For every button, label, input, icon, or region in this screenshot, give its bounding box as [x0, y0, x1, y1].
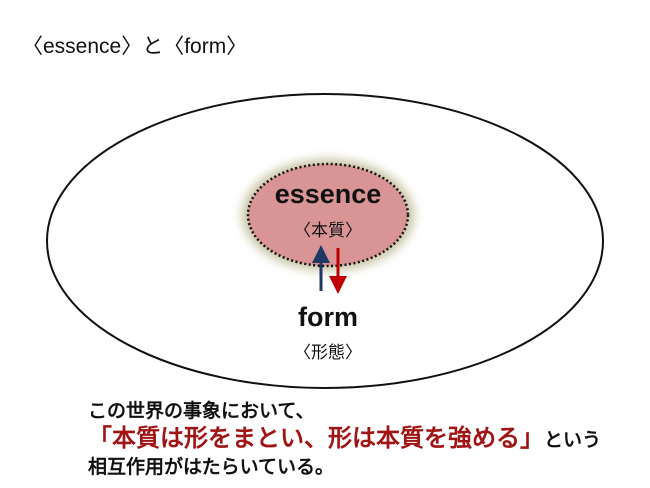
caption: この世界の事象において、 「本質は形をまとい、形は本質を強める」という 相互作用…	[88, 398, 601, 481]
caption-line-2: 「本質は形をまとい、形は本質を強める」という	[88, 425, 601, 454]
form-label: form	[298, 302, 358, 332]
essence-sublabel: 〈本質〉	[294, 221, 362, 240]
caption-line-2-rest: という	[544, 430, 602, 451]
essence-ellipse	[246, 162, 410, 268]
form-sublabel: 〈形態〉	[294, 343, 362, 362]
caption-line-3: 相互作用がはたらいている。	[88, 457, 335, 478]
essence-label: essence	[275, 179, 382, 209]
caption-quote: 「本質は形をまとい、形は本質を強める」	[88, 425, 544, 452]
diagram-title: 〈essence〉と〈form〉	[22, 35, 248, 58]
caption-line-1: この世界の事象において、	[88, 401, 315, 422]
